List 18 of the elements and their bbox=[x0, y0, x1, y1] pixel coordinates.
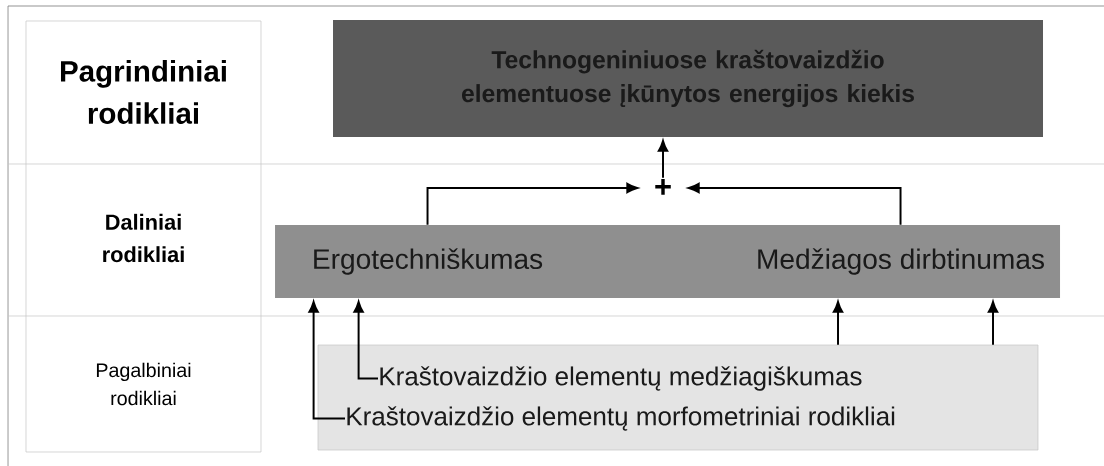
indicator-label: Ergotechniškumas bbox=[314, 248, 543, 275]
arrow bbox=[353, 300, 379, 380]
indicator-label: Kraštovaizdžio elementų medžiagiškumas bbox=[380, 366, 862, 391]
arrow bbox=[426, 182, 639, 226]
row-header: Pagalbiniai rodikliai bbox=[96, 362, 191, 406]
indicator-band bbox=[275, 225, 1061, 298]
row-header: Daliniai rodikliai bbox=[103, 213, 184, 263]
arrow bbox=[987, 300, 999, 346]
indicator-label: Medžiagos dirbtinumas bbox=[758, 248, 1044, 275]
indicator-label: Kraštovaizdžio elementų morfometriniai rodikliai bbox=[347, 406, 895, 431]
result-box: Technogeniniuose kraštovaizdžio elementuose įkūnytos energijos kiekis bbox=[333, 20, 1043, 137]
arrow bbox=[657, 139, 669, 179]
plus-sign: + bbox=[655, 178, 671, 195]
arrow bbox=[832, 300, 844, 346]
row-header: Pagrindiniai rodikliai bbox=[61, 60, 226, 124]
arrow bbox=[308, 300, 346, 420]
auxiliary-box bbox=[317, 344, 1039, 451]
arrow bbox=[687, 182, 902, 226]
